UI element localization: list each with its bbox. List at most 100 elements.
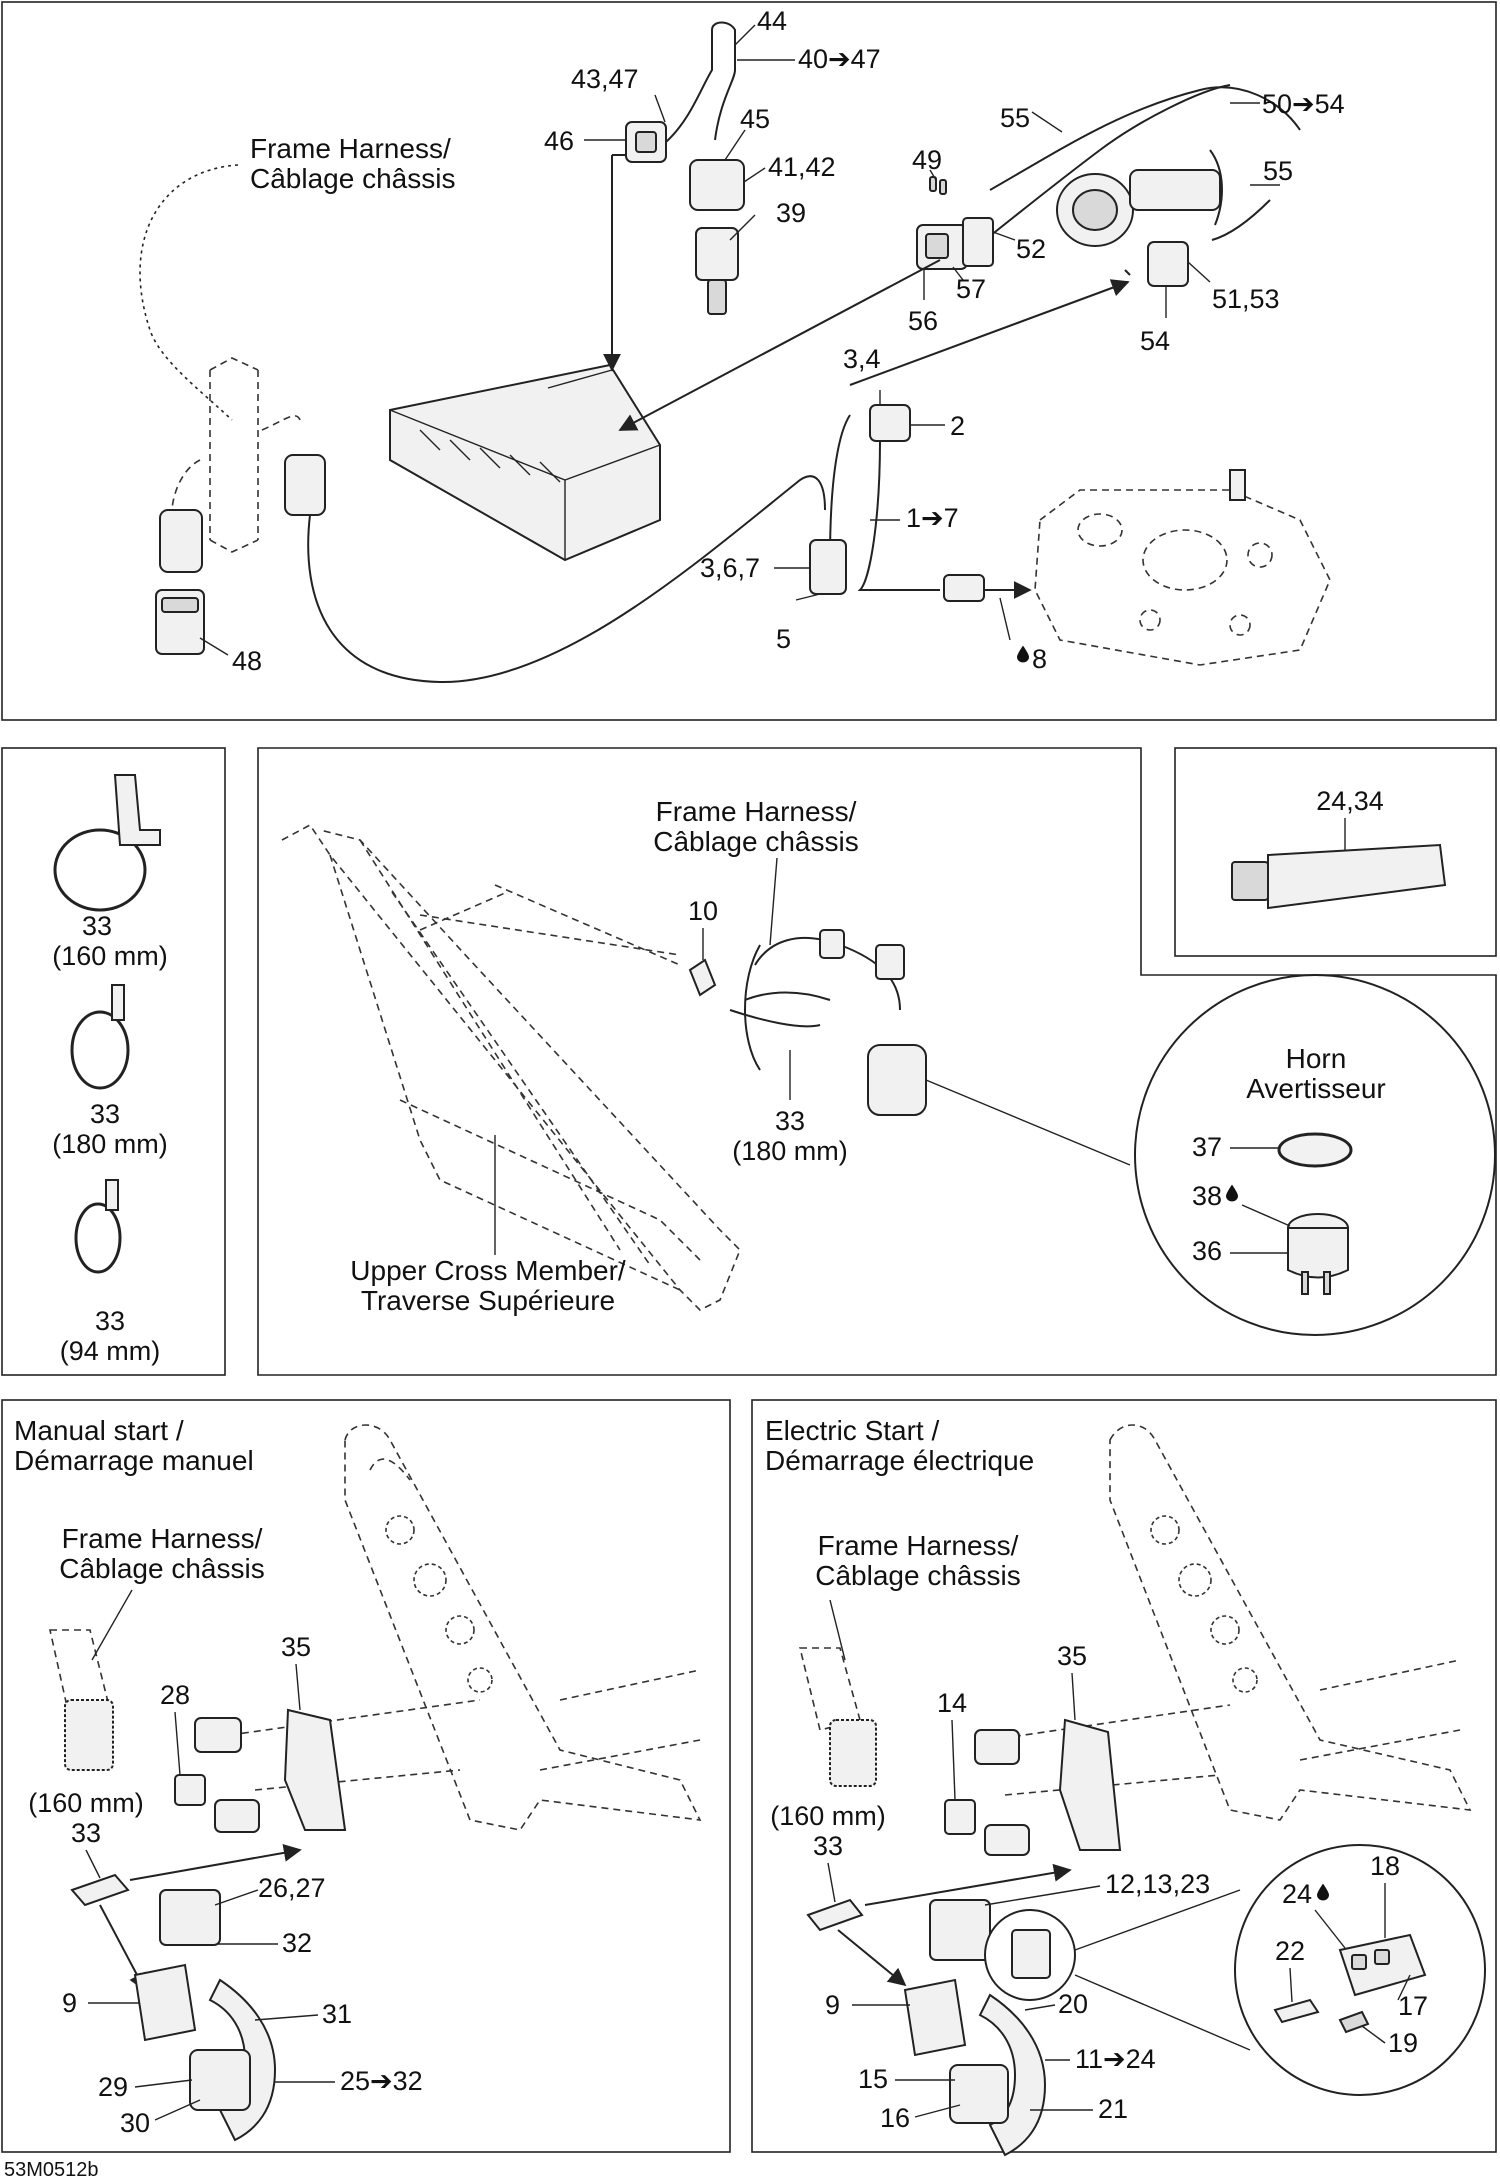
part-label-33-mid-size: (180 mm) bbox=[732, 1136, 848, 1166]
frame-harness-label-en: Frame Harness/ bbox=[250, 133, 451, 164]
manual-size-160: (160 mm) bbox=[28, 1788, 144, 1818]
electric-part-14: 14 bbox=[937, 1688, 967, 1718]
electric-part-9: 9 bbox=[825, 1990, 840, 2020]
electric-start-panel bbox=[751, 1399, 1497, 2153]
frame-harness-manual-fr: Câblage châssis bbox=[59, 1553, 264, 1584]
horn-36 bbox=[1287, 1227, 1349, 1279]
bolt-28 bbox=[194, 1717, 242, 1753]
part-label-37: 37 bbox=[1192, 1132, 1222, 1162]
top-leaders bbox=[584, 24, 1280, 641]
lubricant-drop-icon bbox=[1017, 645, 1029, 663]
part-label-52: 52 bbox=[1016, 234, 1046, 264]
horn-ring-37 bbox=[1277, 1132, 1353, 1168]
cable-tie-panel bbox=[1, 747, 226, 1376]
manual-start-panel bbox=[1, 1399, 731, 2153]
electric-part-22: 22 bbox=[1275, 1936, 1305, 1966]
part-label-38: 38 bbox=[1192, 1181, 1222, 1211]
horn-body bbox=[867, 1044, 927, 1116]
part-label-40-47: 40➔47 bbox=[798, 44, 881, 74]
tie-33-manual bbox=[70, 1873, 130, 1907]
tie-94-part: 33 bbox=[95, 1306, 125, 1336]
lubricant-tube bbox=[1231, 818, 1447, 910]
part-label-41-42: 41,42 bbox=[768, 152, 836, 182]
electric-start-title-fr: Démarrage électrique bbox=[765, 1445, 1034, 1476]
frame-harness-mid-en: Frame Harness/ bbox=[656, 796, 857, 827]
electric-part-17: 17 bbox=[1398, 1991, 1428, 2021]
manual-part-26-27: 26,27 bbox=[258, 1873, 326, 1903]
manual-start-title-fr: Démarrage manuel bbox=[14, 1445, 254, 1476]
part-label-45: 45 bbox=[740, 104, 770, 134]
engine-head bbox=[1034, 489, 1331, 666]
top-panel bbox=[1, 1, 1497, 721]
diagram-code: 53M0512b bbox=[4, 2159, 99, 2179]
part-label-43-47: 43,47 bbox=[571, 64, 639, 94]
manual-part-28: 28 bbox=[160, 1680, 190, 1710]
connector-12-13-23 bbox=[929, 1899, 991, 1961]
harness-20-21 bbox=[978, 1993, 1047, 2157]
frame-harness-label-fr: Câblage châssis bbox=[250, 163, 455, 194]
frame-harness-mid-fr: Câblage châssis bbox=[653, 826, 858, 857]
manual-part-30: 30 bbox=[120, 2108, 150, 2138]
electric-part-24: 24 bbox=[1282, 1879, 1312, 1909]
part-label-54: 54 bbox=[1140, 326, 1170, 356]
tie-33-electric bbox=[806, 1898, 864, 1932]
manual-part-32: 32 bbox=[282, 1928, 312, 1958]
part-label-10: 10 bbox=[688, 896, 718, 926]
part-label-39: 39 bbox=[776, 198, 806, 228]
electric-part-18: 18 bbox=[1370, 1851, 1400, 1881]
bracket-35-electric bbox=[1058, 1718, 1122, 1851]
part-label-55a: 55 bbox=[1000, 103, 1030, 133]
part-label-55b: 55 bbox=[1263, 156, 1293, 186]
manual-part-25-32: 25➔32 bbox=[340, 2066, 423, 2096]
part-label-46: 46 bbox=[544, 126, 574, 156]
electric-part-20: 20 bbox=[1058, 1989, 1088, 2019]
screw-10 bbox=[688, 958, 717, 997]
electric-part-11-24: 11➔24 bbox=[1075, 2044, 1156, 2074]
part-label-3-4: 3,4 bbox=[843, 344, 881, 374]
connector-3-4 bbox=[869, 404, 911, 442]
electric-start-assembly bbox=[798, 1424, 1472, 2157]
ecm-module bbox=[389, 363, 661, 562]
connector-15-16 bbox=[949, 2064, 1009, 2124]
part-label-36: 36 bbox=[1192, 1236, 1222, 1266]
horn-label-en: Horn bbox=[1286, 1043, 1347, 1074]
part-label-50-54: 50➔54 bbox=[1262, 89, 1345, 119]
mid-panel bbox=[257, 747, 1497, 1376]
electric-part-12-13-23: 12,13,23 bbox=[1105, 1869, 1210, 1899]
part-label-51-53: 51,53 bbox=[1212, 284, 1280, 314]
electric-part-21: 21 bbox=[1098, 2094, 1128, 2124]
part-label-8: 8 bbox=[1032, 644, 1047, 674]
frame-harness-electric-fr: Câblage châssis bbox=[815, 1560, 1020, 1591]
horn-label-fr: Avertisseur bbox=[1246, 1073, 1386, 1104]
relay-9 bbox=[133, 1963, 197, 2042]
part-label-33-mid: 33 bbox=[775, 1106, 805, 1136]
fuse-19 bbox=[1338, 2010, 1370, 2034]
tie-94-size: (94 mm) bbox=[60, 1336, 161, 1366]
part-label-24-34: 24,34 bbox=[1316, 786, 1384, 816]
manual-part-29: 29 bbox=[98, 2072, 128, 2102]
part-label-44: 44 bbox=[757, 6, 787, 36]
cross-member-label-en: Upper Cross Member/ bbox=[350, 1255, 626, 1286]
electric-part-16: 16 bbox=[880, 2103, 910, 2133]
manual-start-title-en: Manual start / bbox=[14, 1415, 184, 1446]
electric-start-title-en: Electric Start / bbox=[765, 1415, 939, 1446]
tie-180-part: 33 bbox=[90, 1099, 120, 1129]
top-assembly bbox=[139, 21, 1331, 684]
upper-cross-member bbox=[281, 823, 741, 1311]
electric-part-19: 19 bbox=[1388, 2028, 1418, 2058]
sensor-5 bbox=[943, 574, 985, 602]
bolt-14 bbox=[974, 1729, 1020, 1765]
manual-part-33: 33 bbox=[71, 1818, 101, 1848]
connector-54 bbox=[1147, 241, 1189, 287]
manual-part-35: 35 bbox=[281, 1632, 311, 1662]
electric-size-160: (160 mm) bbox=[770, 1801, 886, 1831]
manual-part-31: 31 bbox=[322, 1999, 352, 2029]
part-label-56: 56 bbox=[908, 306, 938, 336]
part-label-48: 48 bbox=[232, 646, 262, 676]
cable-ties bbox=[53, 774, 161, 1274]
part-label-5: 5 bbox=[776, 624, 791, 654]
frame-harness-electric-en: Frame Harness/ bbox=[818, 1530, 1019, 1561]
tie-180-size: (180 mm) bbox=[52, 1129, 168, 1159]
manual-part-9: 9 bbox=[62, 1988, 77, 2018]
